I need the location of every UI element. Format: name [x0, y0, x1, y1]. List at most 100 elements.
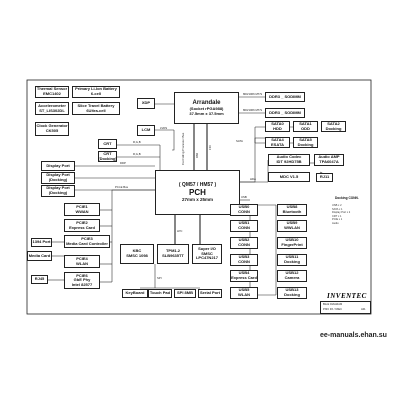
ddr3-sodimm-b-label: DDR3 _ SODIMM: [269, 109, 301, 115]
display-port-block: Display Port: [41, 161, 75, 171]
crt-docking-name: CRT: [103, 150, 112, 156]
crt-docking-block: CRT (Docking): [98, 151, 117, 162]
mdc-block: MDC V1.5: [268, 172, 310, 182]
usb3-device: CONN: [238, 259, 250, 264]
display-port-docking-2-sub: (Docking): [48, 190, 68, 195]
pcie4-device: WLAN: [76, 260, 88, 266]
usb12-camera-block: USB12 Camera: [277, 270, 307, 282]
docking-conn-caption: Docking CONN.: [335, 196, 359, 200]
usb4-device: Express Card: [231, 275, 257, 280]
fdi-label: FDI: [208, 145, 212, 150]
usb10-fingerprint-block: USB10 FingerPrint: [277, 237, 307, 249]
sata2-device: Docking: [325, 125, 342, 131]
lpc-label: LPC: [177, 229, 183, 233]
title-block-rev: A01: [361, 308, 366, 311]
title-block-model: PNN: 9X / 9XEC: [323, 308, 343, 311]
docking-item: SATA x 1: [332, 207, 343, 211]
crt-docking-sub: (Docking): [98, 155, 117, 161]
audio-codec-part: IDT 92HD75B: [276, 159, 302, 164]
inventec-logo: INVENTEC: [327, 292, 367, 300]
title-block-title: Block DIAGRAM: [323, 303, 343, 306]
ddp-label: DDP: [120, 161, 126, 165]
sata5-docking-block: SATA5 Docking: [293, 137, 318, 148]
usb11-device: Docking: [284, 259, 300, 264]
kbc-part: SMSC 1098: [126, 253, 148, 258]
usb0-device: CONN: [238, 209, 250, 214]
sata1-label: SATA1: [299, 120, 312, 126]
pcie2-device: Express Card: [69, 224, 95, 230]
usb11-docking-block: USB11 Docking: [277, 254, 307, 266]
tpm-block: TPM1.2 SLB9635TT: [157, 244, 189, 264]
pcie4-label: PCIE4: [76, 255, 88, 261]
super-io-block: Super I/O SMSC LPC47N217: [192, 244, 222, 264]
sata0-hdd-block: SATA0 HDD: [265, 121, 290, 132]
sata4-esata-block: SATA4 ESATA: [265, 137, 290, 148]
docking-item: CRT x 1: [332, 214, 342, 218]
pcie4-wlan-block: PCIE4 WLAN: [64, 255, 100, 268]
sata1-odd-block: SATA1 ODD: [293, 121, 318, 132]
mem-channel-b-label: 800/1066 MT/S: [243, 108, 263, 112]
serial-port-label: Serial Port: [200, 290, 221, 296]
lvds-label: LVDS: [160, 126, 168, 130]
usb11-label: USB11: [285, 254, 299, 260]
title-block: Block DIAGRAM PNN: 9X / 9XEC A01: [320, 301, 371, 314]
usb1-label: USB1: [238, 220, 250, 226]
pcie2-label: PCIE2: [76, 219, 88, 225]
sata2-label: SATA2: [327, 120, 340, 126]
accelerometer-name: Accelerometer: [38, 102, 66, 108]
rj45-block: RJ45: [31, 275, 48, 284]
clock-generator-name: Clock Generator: [36, 123, 68, 129]
rj45-label: RJ45: [34, 276, 45, 282]
sata-bus-label: SATA: [236, 139, 243, 143]
pcie-bus-label: PCI-E Bus: [115, 185, 129, 189]
pcie1-label: PCIE1: [76, 203, 88, 209]
rgb-label-1: R,G,B: [133, 140, 141, 144]
crt-label: CRT: [103, 140, 112, 146]
super-io-part: LPC47N217: [195, 255, 218, 261]
thermal-sensor-part: EMC1402: [43, 91, 61, 96]
display-port-docking-2-block: Display Port (Docking): [41, 185, 75, 197]
audio-amp-part: TPA6047A: [319, 159, 339, 164]
docking-item: PCIE x 1: [332, 218, 343, 222]
pcie6-gbe-phy-block: PCIE6 GbE Phy Intel 82577: [64, 272, 100, 289]
pcie6-label: PCIE6: [76, 272, 88, 278]
usb2-conn-block: USB2 CONN: [230, 237, 258, 249]
accelerometer-block: Accelerometer ST_LIS302DL: [35, 102, 69, 115]
touch-pad-label: Touch Pad: [149, 290, 171, 296]
kbc-name: KBC: [132, 248, 142, 254]
ddr3-sodimm-a-block: DDR3 _ SODIMM: [265, 92, 305, 102]
usb1-device: CONN: [238, 225, 250, 230]
display-port-docking-name: Display Port: [46, 172, 70, 178]
usb2-label: USB2: [238, 237, 250, 243]
media-card-label: Media Card: [28, 252, 51, 258]
sata5-device: Docking: [297, 141, 314, 147]
usb5-device: WLAN: [238, 292, 250, 297]
sata4-label: SATA4: [271, 136, 284, 142]
ddr3-sodimm-a-label: DDR3 _ SODIMM: [269, 93, 301, 99]
pch-size: 27mm x 25mm: [181, 197, 214, 202]
pch-block: ( QM57 / HM57 ) PCH 27mm x 25mm: [155, 170, 240, 215]
ddr3-sodimm-b-block: DDR3 _ SODIMM: [265, 108, 305, 118]
display-port-docking-2-name: Display Port: [46, 185, 70, 191]
pcie3-media-card-controller-block: PCIE3 Media Card Controller: [64, 235, 110, 248]
usb1-conn-block: USB1 CONN: [230, 220, 258, 232]
touch-pad-block: Touch Pad: [148, 289, 172, 298]
primary-battery-name: Primary Li-Ion Battery: [75, 86, 117, 92]
spi-rom-block: SPI 8MB: [174, 289, 196, 298]
usb5-label: USB5: [238, 287, 250, 293]
usb3-label: USB3: [238, 254, 250, 260]
usb13-docking-block: USB13 Docking: [277, 287, 307, 299]
docking-item: Display Port x 2: [332, 211, 351, 215]
primary-battery-block: Primary Li-Ion Battery 6-cell: [72, 86, 120, 98]
usb3-conn-block: USB3 CONN: [230, 254, 258, 266]
spi-rom-label: SPI 8MB: [176, 290, 193, 296]
sata0-label: SATA0: [271, 120, 284, 126]
display-port-docking-block: Display Port (Docking): [41, 172, 75, 184]
usb10-label: USB10: [285, 237, 299, 243]
audio-amp-block: Audio AMP TPA6047A: [314, 154, 344, 166]
rgb-label-2: R,G,B: [133, 152, 141, 156]
audio-amp-name: Audio AMP: [318, 154, 340, 160]
crt-block: CRT: [98, 139, 117, 149]
usb8-label: USB8: [286, 204, 298, 210]
